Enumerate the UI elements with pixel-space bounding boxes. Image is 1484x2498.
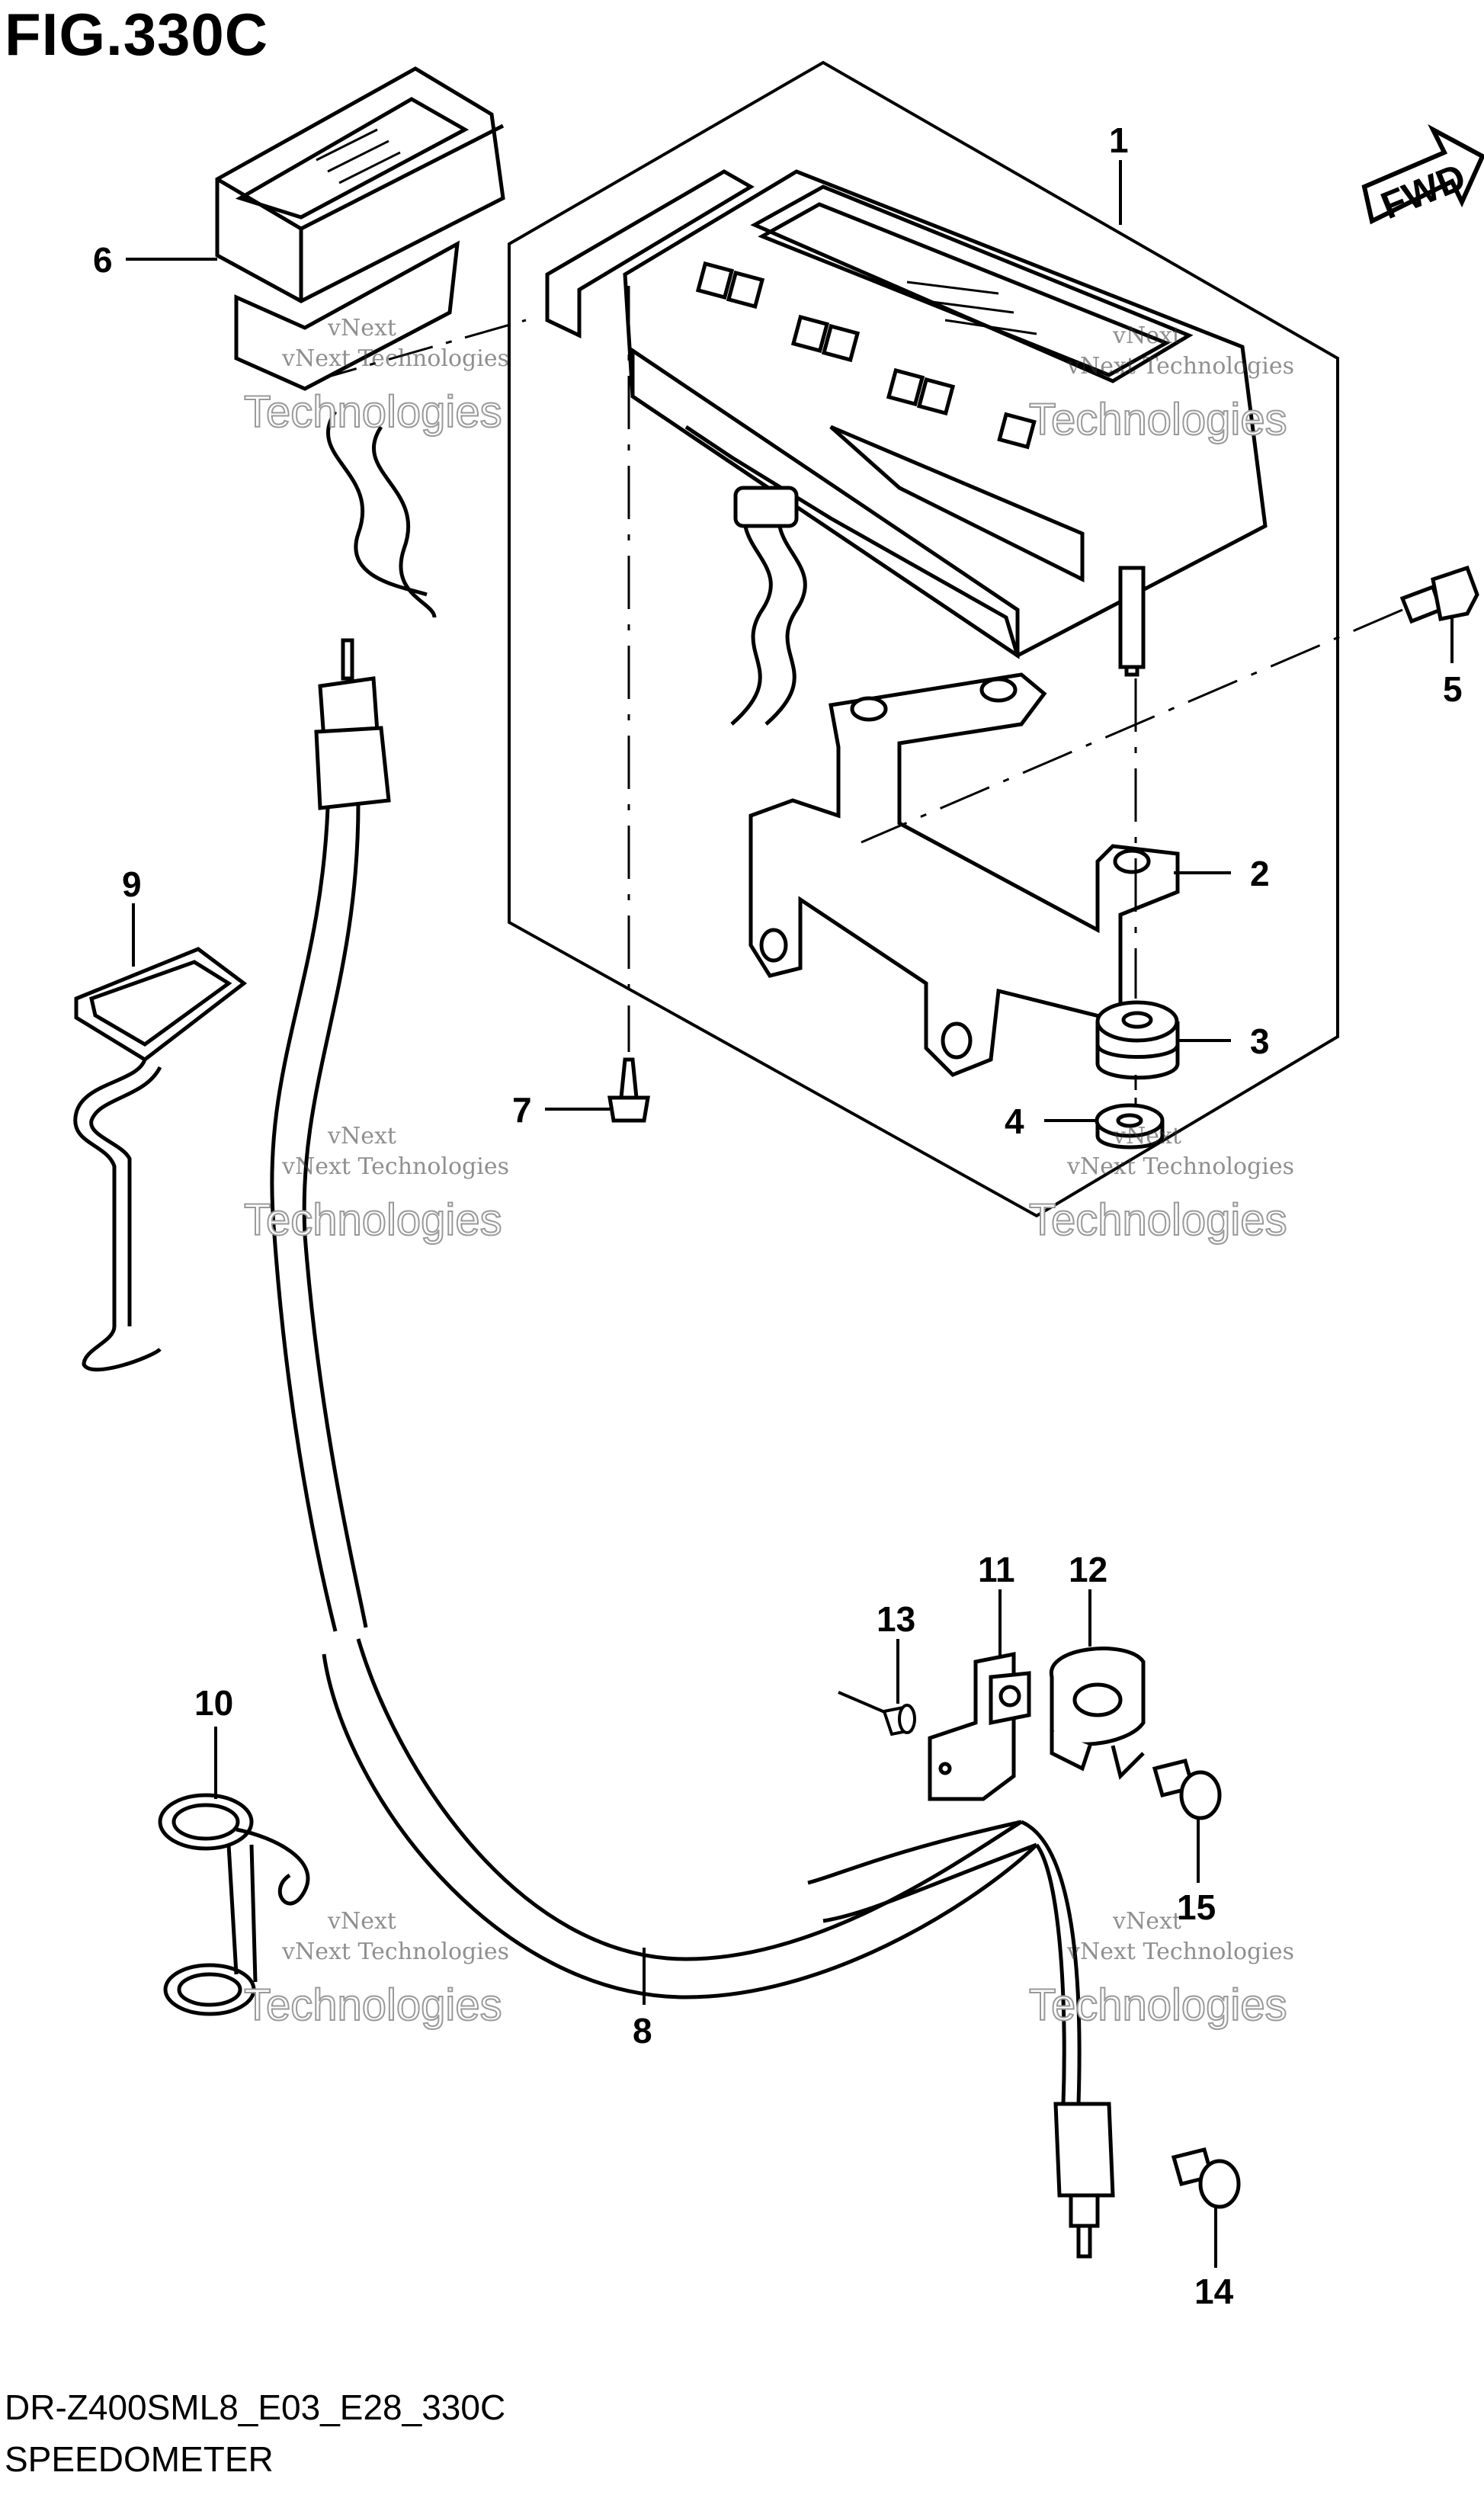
figure-name: SPEEDOMETER: [5, 2439, 274, 2479]
svg-text:7: 7: [512, 1090, 532, 1130]
figure-code: DR-Z400SML8_E03_E28_330C: [5, 2387, 506, 2427]
callouts: 1 2 3 4 5 6 7 8 9 10 11 12 13 14 15: [93, 120, 1463, 2311]
svg-text:14: 14: [1194, 2272, 1234, 2311]
callout-6[interactable]: 6: [93, 240, 217, 280]
assembly-box: [508, 60, 1339, 1218]
svg-text:4: 4: [1005, 1101, 1024, 1141]
svg-text:15: 15: [1177, 1887, 1216, 1927]
callout-4[interactable]: 4: [1005, 1101, 1098, 1141]
callout-8[interactable]: 8: [633, 1948, 652, 2051]
svg-text:9: 9: [122, 864, 142, 904]
svg-text:Technologies: Technologies: [244, 1980, 502, 2030]
callout-2[interactable]: 2: [1174, 854, 1270, 893]
callout-11[interactable]: 11: [978, 1550, 1015, 1658]
callout-5[interactable]: 5: [1443, 617, 1463, 709]
callout-3[interactable]: 3: [1178, 1021, 1270, 1061]
screw-15: [1152, 1758, 1222, 1820]
svg-text:vNext Technologies: vNext Technologies: [281, 1938, 509, 1965]
svg-text:10: 10: [194, 1683, 233, 1723]
svg-text:vNext: vNext: [1112, 1908, 1181, 1935]
fwd-arrow-icon: FWD: [1361, 123, 1484, 227]
svg-text:Technologies: Technologies: [244, 1195, 502, 1245]
svg-text:vNext: vNext: [1112, 1123, 1181, 1150]
svg-text:3: 3: [1250, 1021, 1270, 1061]
svg-text:11: 11: [978, 1550, 1015, 1589]
svg-text:vNext Technologies: vNext Technologies: [1066, 1938, 1294, 1965]
cable-guide-9: [73, 947, 248, 1372]
svg-text:1: 1: [1109, 120, 1129, 160]
svg-text:13: 13: [877, 1599, 915, 1639]
figure-title: FIG.330C: [5, 1, 269, 68]
clip-11: [928, 1651, 1031, 1801]
meter-bracket: [748, 672, 1180, 1077]
svg-text:vNext Technologies: vNext Technologies: [281, 345, 509, 372]
svg-text:vNext: vNext: [327, 315, 396, 342]
callout-9[interactable]: 9: [122, 864, 142, 967]
svg-text:Technologies: Technologies: [1029, 1980, 1287, 2030]
guide-lines: [312, 286, 1403, 1105]
svg-text:6: 6: [93, 240, 113, 280]
svg-text:8: 8: [633, 2011, 652, 2051]
screw-7: [607, 1057, 650, 1123]
svg-text:vNext Technologies: vNext Technologies: [1066, 353, 1294, 380]
svg-text:vNext: vNext: [1112, 322, 1181, 349]
svg-text:5: 5: [1443, 669, 1463, 709]
svg-text:vNext: vNext: [327, 1123, 396, 1150]
callout-13[interactable]: 13: [877, 1599, 915, 1704]
callout-10[interactable]: 10: [194, 1683, 233, 1799]
callout-14[interactable]: 14: [1194, 2207, 1234, 2311]
clamp-10: [158, 1793, 310, 2016]
callout-7[interactable]: 7: [512, 1090, 610, 1130]
svg-text:vNext Technologies: vNext Technologies: [1066, 1153, 1294, 1180]
svg-text:12: 12: [1069, 1550, 1107, 1589]
bolt-5: [1399, 565, 1479, 624]
svg-text:Technologies: Technologies: [1029, 1195, 1287, 1245]
speedometer-unit: [545, 169, 1268, 726]
callout-12[interactable]: 12: [1069, 1550, 1107, 1647]
callout-1[interactable]: 1: [1109, 120, 1129, 225]
callout-15[interactable]: 15: [1177, 1818, 1216, 1927]
svg-text:Technologies: Technologies: [244, 387, 502, 437]
coupler-6: [215, 66, 505, 618]
speedometer-cable: [270, 638, 1115, 2259]
screw-14: [1171, 2147, 1241, 2209]
svg-text:Technologies: Technologies: [1029, 395, 1287, 444]
svg-text:vNext Technologies: vNext Technologies: [281, 1153, 509, 1180]
svg-text:2: 2: [1250, 854, 1270, 893]
rivet-13: [838, 1691, 916, 1736]
watermarks: Technologies vNext vNext Technologies Tech…: [243, 315, 1294, 2031]
rubber-grommet: [1095, 1000, 1180, 1080]
svg-text:vNext: vNext: [327, 1908, 396, 1935]
clamp-12: [1050, 1647, 1146, 1780]
